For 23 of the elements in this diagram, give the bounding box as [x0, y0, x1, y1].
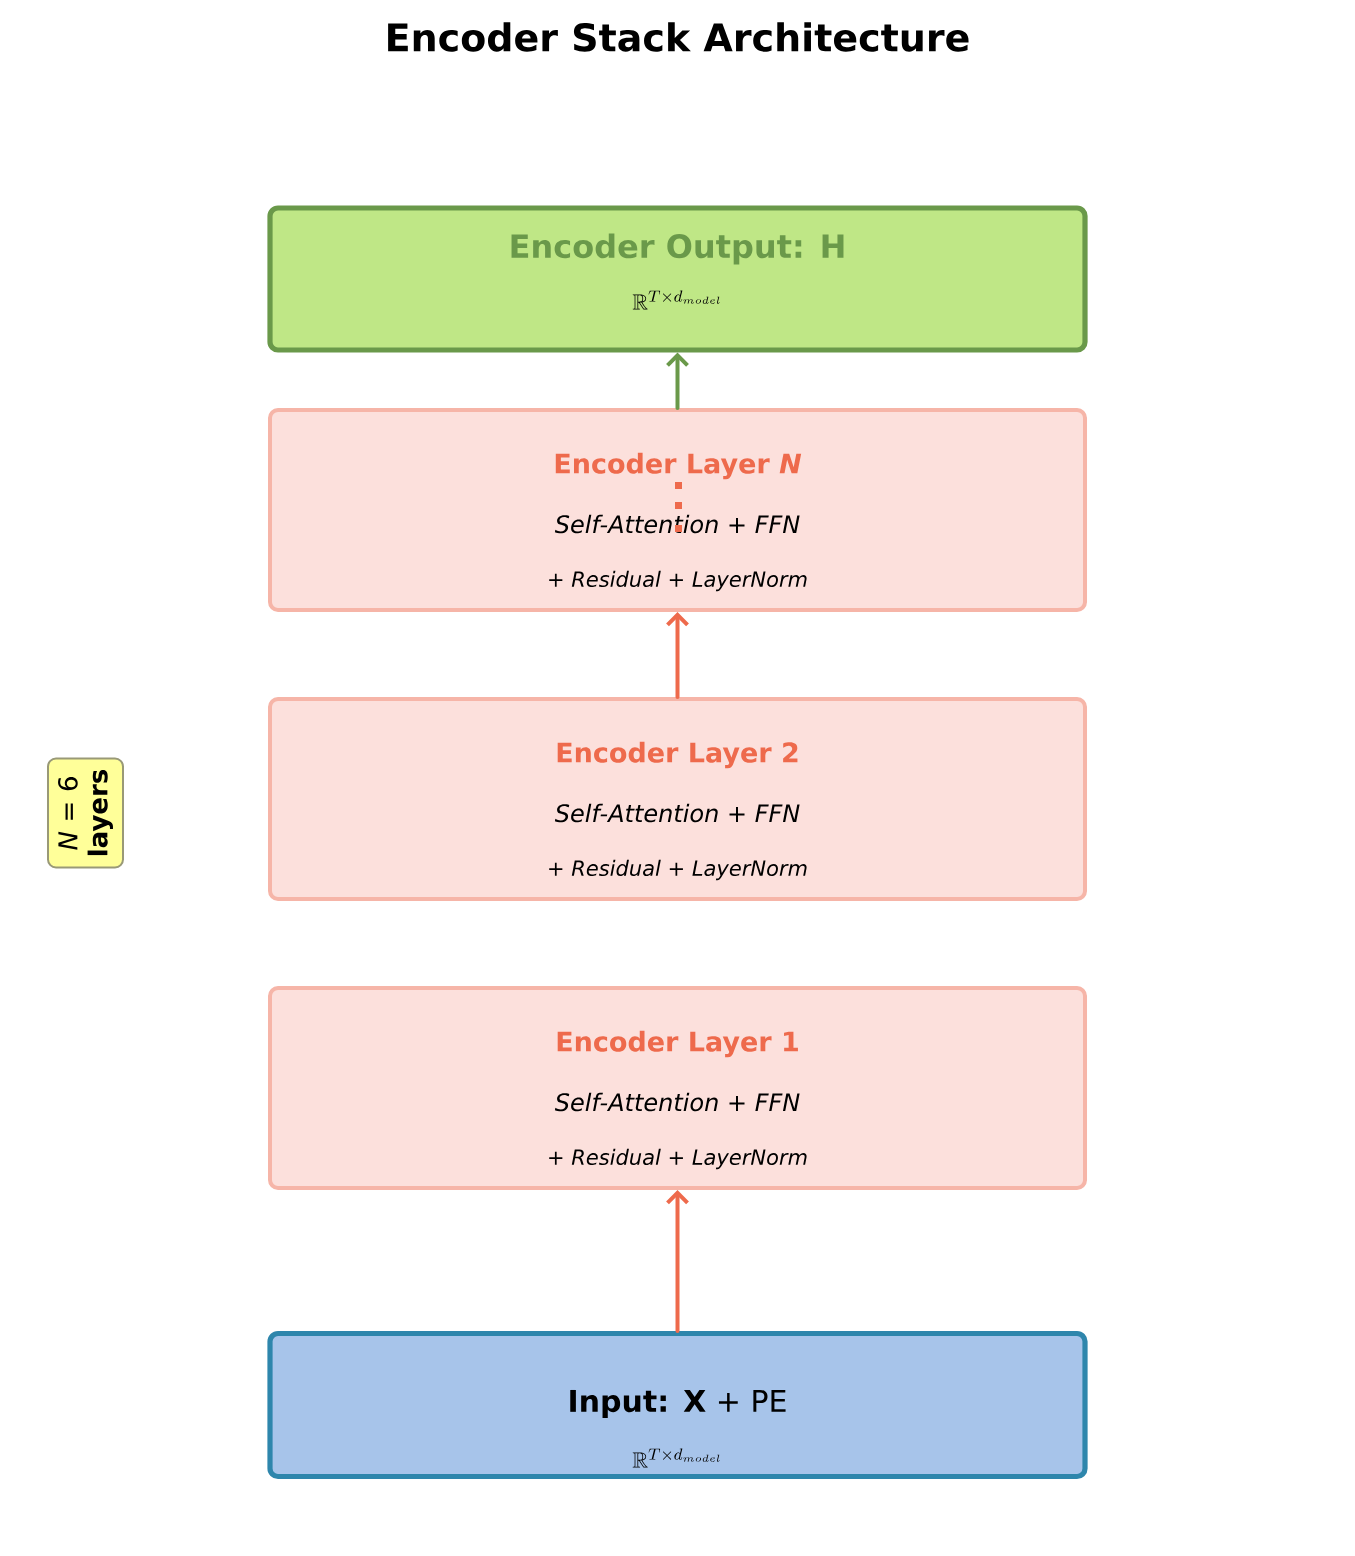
- box-title: Encoder Layer N: [555, 452, 802, 480]
- dimension-formula: $\mathbb{R}^{T \times d_{model}}$: [632, 1448, 720, 1468]
- arrow: [666, 1190, 689, 1333]
- layer-box: [268, 986, 1087, 1190]
- layer-box: [268, 697, 1087, 901]
- dimension-formula: $\mathbb{R}^{T \times d_{model}}$: [632, 290, 720, 310]
- input-box: [267, 1330, 1088, 1480]
- box-subtitle: + Residual + LayerNorm: [549, 859, 807, 881]
- box-title: Input: X + PE: [570, 1389, 786, 1419]
- box-subtitle: Self-Attention + FFN: [554, 803, 800, 823]
- box-subtitle: + Residual + LayerNorm: [549, 570, 807, 592]
- box-title: Encoder Output: H: [511, 233, 844, 265]
- box-subtitle: + Residual + LayerNorm: [549, 1148, 807, 1170]
- box-title: Encoder Layer 1: [557, 1030, 798, 1058]
- output-box: [267, 205, 1088, 353]
- arrow: [666, 352, 689, 410]
- box-subtitle: Self-Attention + FFN: [554, 514, 800, 534]
- box-subtitle: Self-Attention + FFN: [554, 1092, 800, 1112]
- box-title: Encoder Layer 2: [557, 741, 798, 769]
- note-box: [47, 757, 124, 869]
- layer-box: [268, 408, 1087, 612]
- arrow: [666, 612, 689, 699]
- title: Encoder Stack Architecture: [388, 22, 969, 52]
